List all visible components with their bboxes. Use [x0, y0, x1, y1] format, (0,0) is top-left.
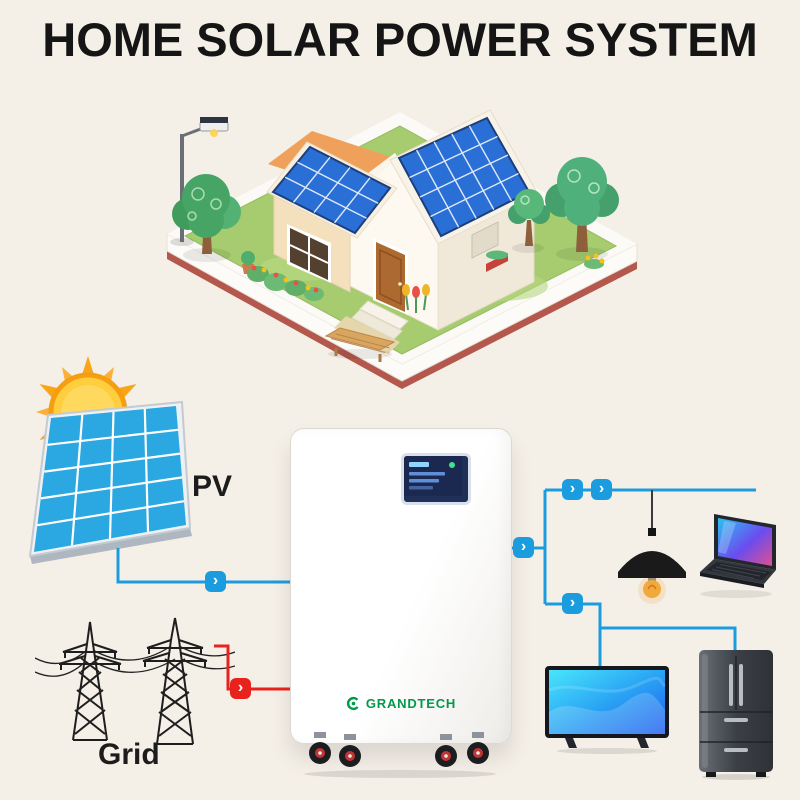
pv-source	[28, 356, 192, 564]
brand-logo: GRANDTECH	[291, 696, 511, 711]
arrow-to-lamp: ›	[562, 479, 583, 500]
laptop-icon	[700, 514, 776, 598]
house-illustration	[166, 109, 638, 389]
arrow-to-tv-fridge: ›	[562, 593, 583, 614]
side-wall	[437, 186, 535, 331]
arrow-battery-out: ›	[513, 537, 534, 558]
display-graphics	[404, 456, 462, 496]
brand-name: GRANDTECH	[365, 696, 457, 711]
front-door	[376, 242, 405, 312]
street-lamp-icon	[170, 117, 229, 246]
roof-solar-panel-left	[271, 145, 392, 235]
grid-label: Grid	[98, 738, 160, 771]
bench	[324, 327, 396, 362]
tv-icon	[545, 666, 669, 754]
arrow-to-laptop: ›	[591, 479, 612, 500]
brand-leaf-icon	[346, 696, 360, 711]
caster-wheels	[304, 732, 496, 778]
battery-display	[401, 453, 471, 505]
arrow-grid-to-battery: ›	[230, 678, 251, 699]
tree-left	[172, 174, 241, 262]
left-wing	[266, 141, 398, 293]
pendant-lamp-icon	[618, 528, 686, 604]
pv-panel-icon	[28, 400, 192, 564]
pv-label: PV	[192, 470, 233, 503]
battery-unit: GRANDTECH	[290, 428, 512, 744]
page-title: HOME SOLAR POWER SYSTEM	[42, 13, 758, 66]
trees-right	[508, 157, 619, 269]
garden-flowers	[241, 251, 430, 313]
arrow-pv-to-battery: ›	[205, 571, 226, 592]
refrigerator-icon	[699, 650, 773, 780]
grid-towers-icon	[35, 617, 235, 745]
